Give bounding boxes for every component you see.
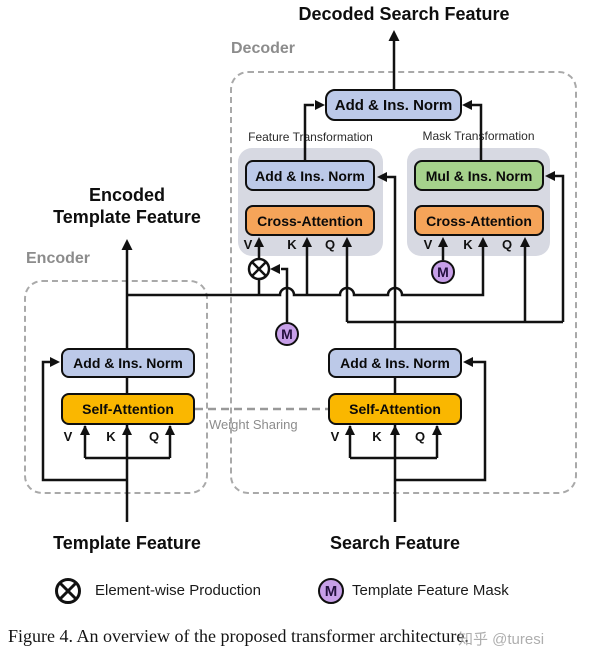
mul-norm-box: Mul & Ins. Norm — [414, 160, 544, 191]
mask-k-label: K — [463, 237, 473, 252]
mask-left-line — [281, 267, 289, 322]
encoder-self-attention-box: Self-Attention — [61, 393, 195, 425]
decoder-top-add-norm-box: Add & Ins. Norm — [325, 89, 462, 121]
feature-add-norm-box: Add & Ins. Norm — [245, 160, 375, 191]
template-feature-line — [127, 246, 485, 297]
encoder-v-label: V — [63, 429, 73, 444]
feature-q-label: Q — [324, 237, 336, 252]
encoder-dashed-boundary — [24, 280, 208, 494]
search-feature-label: Search Feature — [329, 533, 461, 553]
mask-residual-line — [554, 174, 565, 322]
feature-transformation-label: Feature Transformation — [248, 130, 373, 144]
search-v-label: V — [330, 429, 340, 444]
encoded-line1: Encoded — [88, 185, 165, 205]
encoded-line2: Template Feature — [53, 207, 201, 227]
flow-lines — [41, 36, 565, 522]
legend-elementwise-label: Element-wise Production — [95, 582, 261, 599]
template-feature-label: Template Feature — [53, 533, 201, 553]
decoder-label: Decoder — [231, 40, 296, 57]
legend-mask-label: Template Feature Mask — [352, 582, 509, 599]
encoder-k-label: K — [106, 429, 116, 444]
search-q-label: Q — [414, 429, 426, 444]
search-self-attention-box: Self-Attention — [328, 393, 462, 425]
mask-cross-attention-box: Cross-Attention — [414, 205, 544, 236]
feature-residual-line — [386, 175, 397, 348]
feature-k-label: K — [287, 237, 297, 252]
legend-elementwise-icon — [55, 578, 81, 604]
encoded-template-feature-title: Encoded Template Feature — [27, 184, 227, 228]
feature-v-label: V — [243, 237, 253, 252]
feature-output-line — [303, 103, 314, 160]
figure-caption: Figure 4. An overview of the proposed tr… — [8, 626, 469, 646]
weight-sharing-label: Weight Sharing — [209, 417, 298, 432]
mask-q-label: Q — [501, 237, 513, 252]
watermark: 知乎 @turesi — [458, 631, 545, 648]
encoder-q-label: Q — [148, 429, 160, 444]
encoder-label: Encoder — [26, 250, 91, 267]
search-residual-line — [395, 360, 487, 482]
feature-cross-attention-box: Cross-Attention — [245, 205, 375, 236]
arrowheads — [50, 30, 555, 435]
encoder-residual-line — [41, 360, 127, 482]
legend-mask-icon: M — [318, 578, 344, 604]
elementwise-icon — [247, 257, 271, 281]
search-k-label: K — [372, 429, 382, 444]
template-mask-icon-right: M — [431, 260, 455, 284]
mask-transformation-label: Mask Transformation — [422, 129, 535, 143]
search-add-norm-box: Add & Ins. Norm — [328, 348, 462, 378]
encoder-add-norm-box: Add & Ins. Norm — [61, 348, 195, 378]
decoded-search-feature-title: Decoded Search Feature — [298, 4, 510, 24]
mask-v-label: V — [423, 237, 433, 252]
mask-output-line — [472, 103, 483, 160]
decoder-dashed-boundary — [230, 71, 577, 494]
template-mask-icon-left: M — [275, 322, 299, 346]
